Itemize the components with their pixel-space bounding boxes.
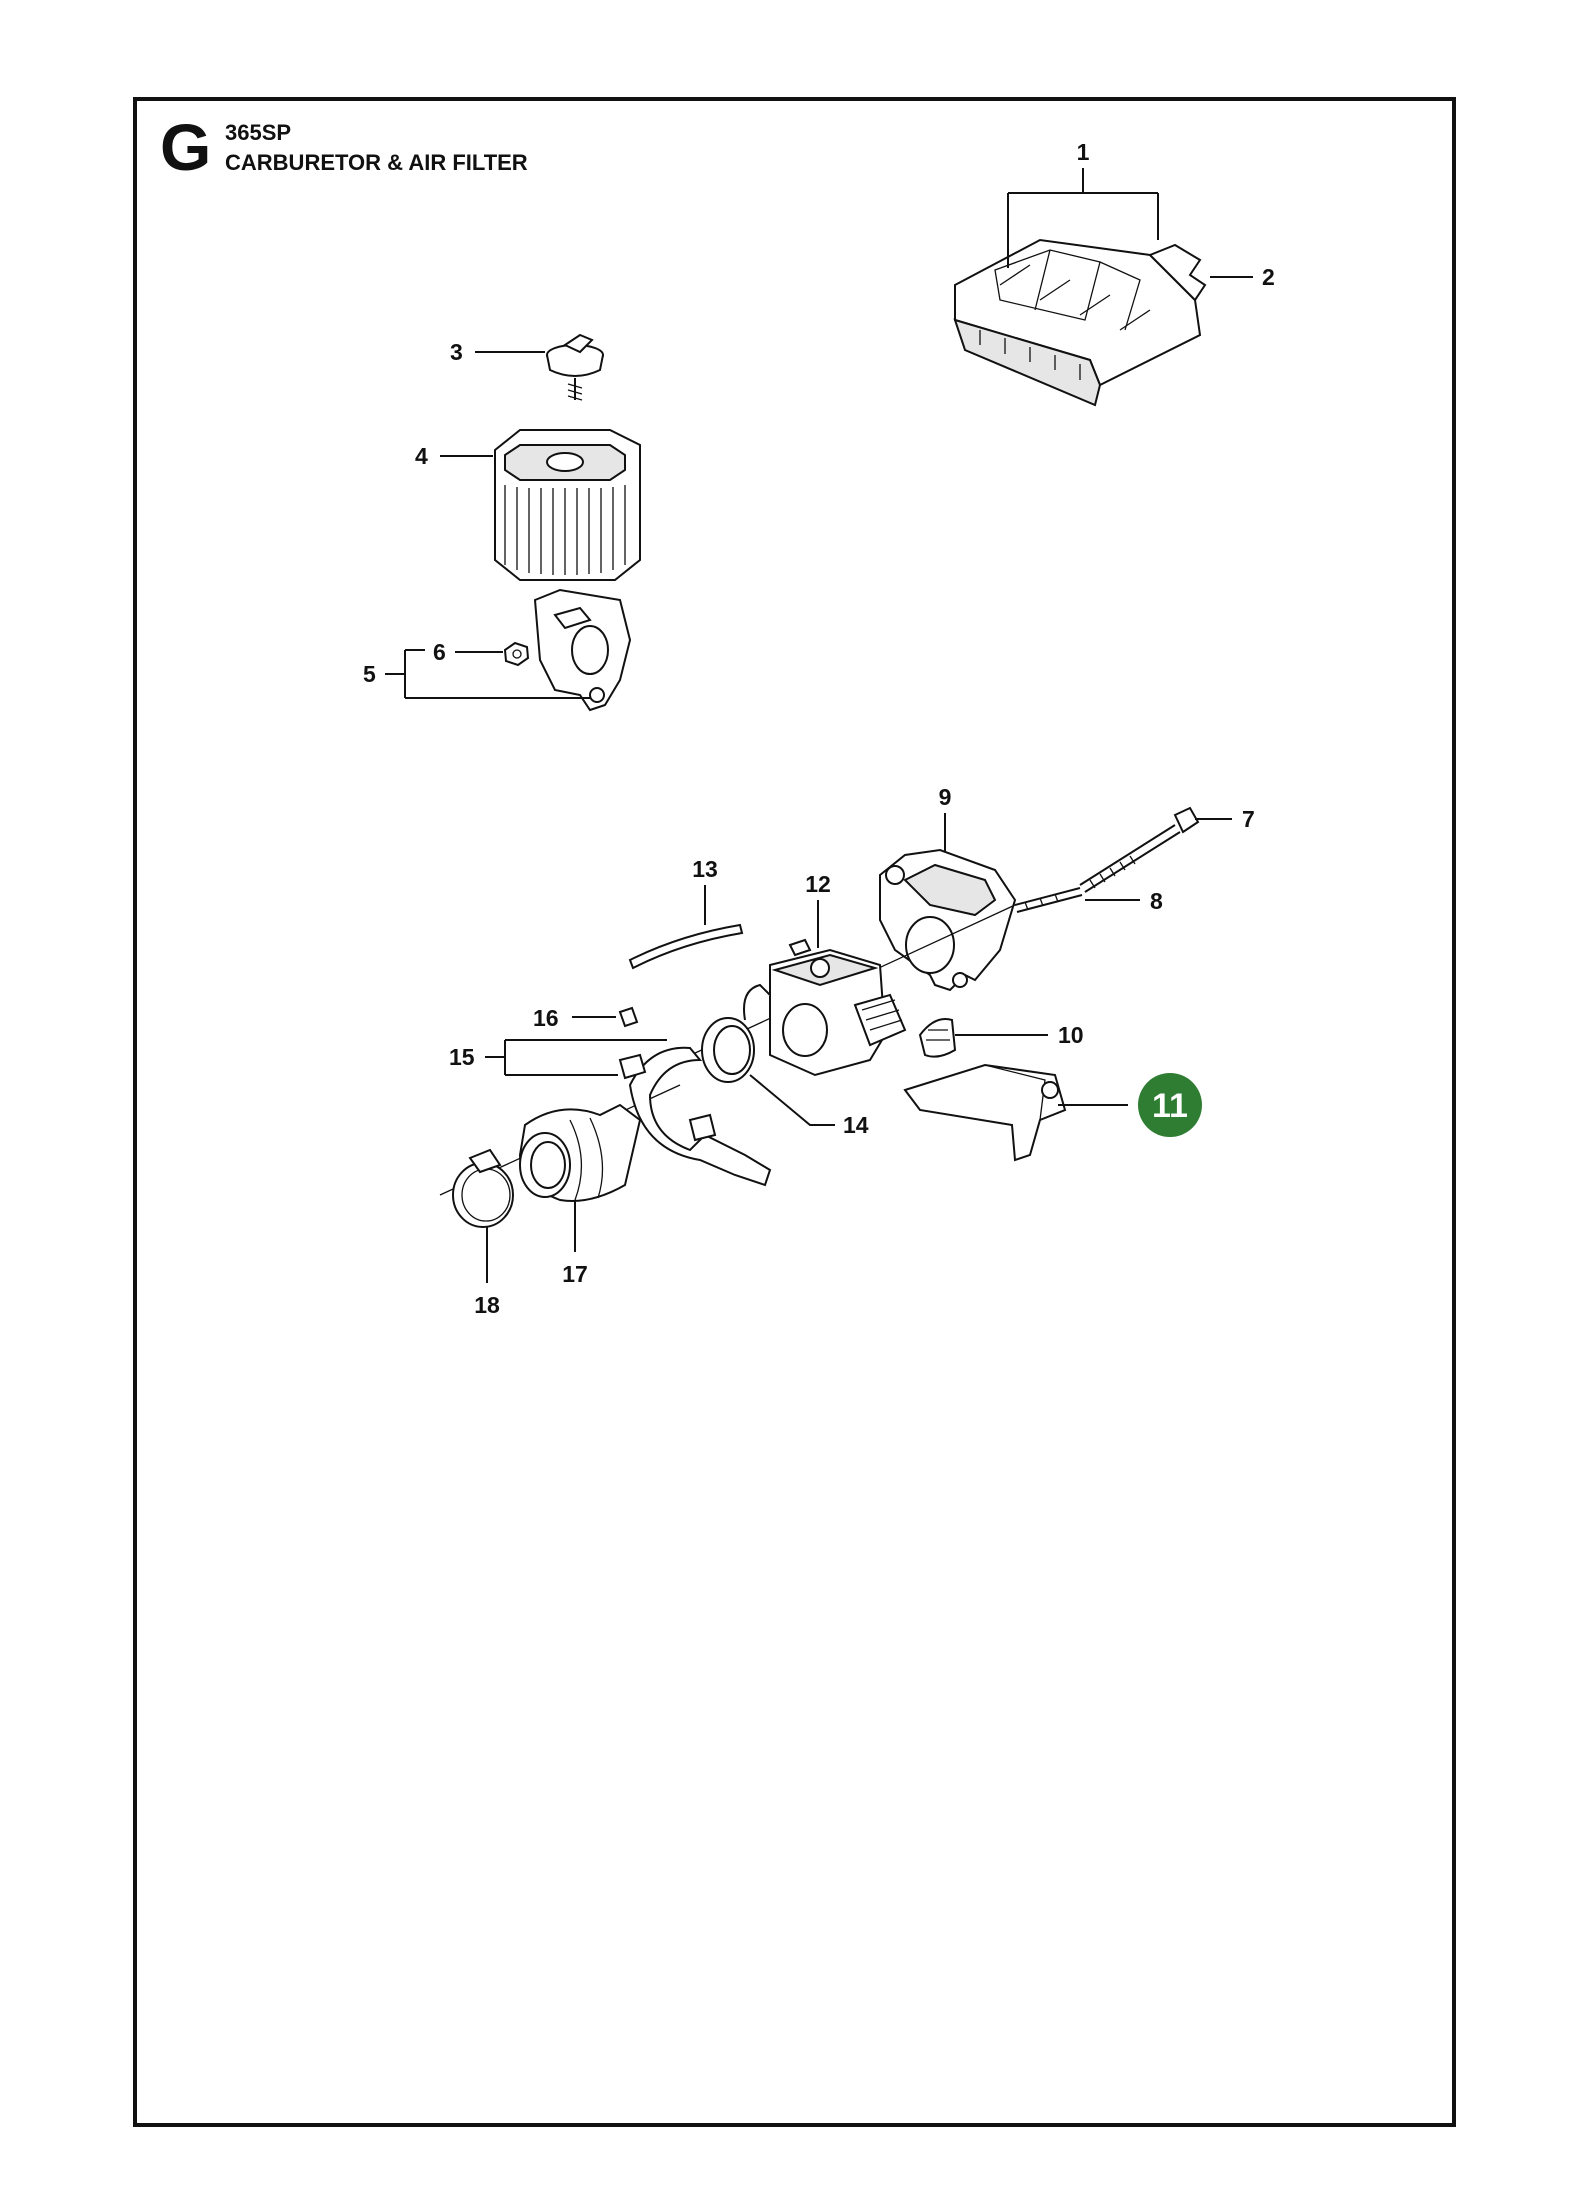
callout-2: 2 [1262, 264, 1275, 290]
part-adjuster[interactable] [918, 1018, 957, 1058]
part-gasket-ring[interactable] [701, 1017, 755, 1083]
callout-10: 10 [1058, 1022, 1084, 1048]
callout-16: 16 [533, 1005, 559, 1031]
part-hose-clamp[interactable] [452, 1148, 514, 1228]
callout-8: 8 [1150, 888, 1163, 914]
callout-4: 4 [415, 443, 428, 469]
section-letter: G [160, 110, 212, 184]
part-choke-lever[interactable] [903, 1063, 1067, 1162]
callout-15: 15 [449, 1044, 475, 1070]
callout-9: 9 [939, 784, 952, 810]
callout-5: 5 [363, 661, 376, 687]
diagram-title: CARBURETOR & AIR FILTER [225, 150, 528, 175]
callout-17: 17 [562, 1261, 588, 1287]
part-bolt[interactable] [1079, 806, 1200, 893]
page-frame [133, 97, 1456, 2127]
callout-18: 18 [474, 1292, 500, 1318]
part-fuel-hose[interactable] [628, 923, 744, 970]
part-intake-boot[interactable] [518, 1103, 642, 1202]
part-carburetor[interactable] [743, 938, 907, 1077]
part-air-filter-cover[interactable] [953, 238, 1207, 407]
part-air-filter[interactable] [494, 429, 641, 581]
callout-11: 11 [1152, 1087, 1188, 1125]
callout-14: 14 [843, 1112, 869, 1138]
part-stud[interactable] [1014, 887, 1083, 913]
part-clip[interactable] [618, 1006, 639, 1028]
part-knob[interactable] [546, 333, 604, 401]
callout-1: 1 [1077, 139, 1090, 165]
part-bracket[interactable] [533, 588, 632, 712]
callout-13: 13 [692, 856, 718, 882]
callout-3: 3 [450, 339, 463, 365]
highlight-marker-11[interactable] [1138, 1073, 1202, 1137]
model-name: 365SP [225, 120, 292, 145]
part-clamp-holder[interactable] [618, 1046, 772, 1187]
callout-12: 12 [805, 871, 831, 897]
leader-14 [749, 1074, 835, 1126]
callout-6: 6 [433, 639, 446, 665]
callout-7: 7 [1242, 806, 1255, 832]
part-nut[interactable] [503, 641, 530, 667]
part-carb-housing[interactable] [879, 848, 1017, 992]
